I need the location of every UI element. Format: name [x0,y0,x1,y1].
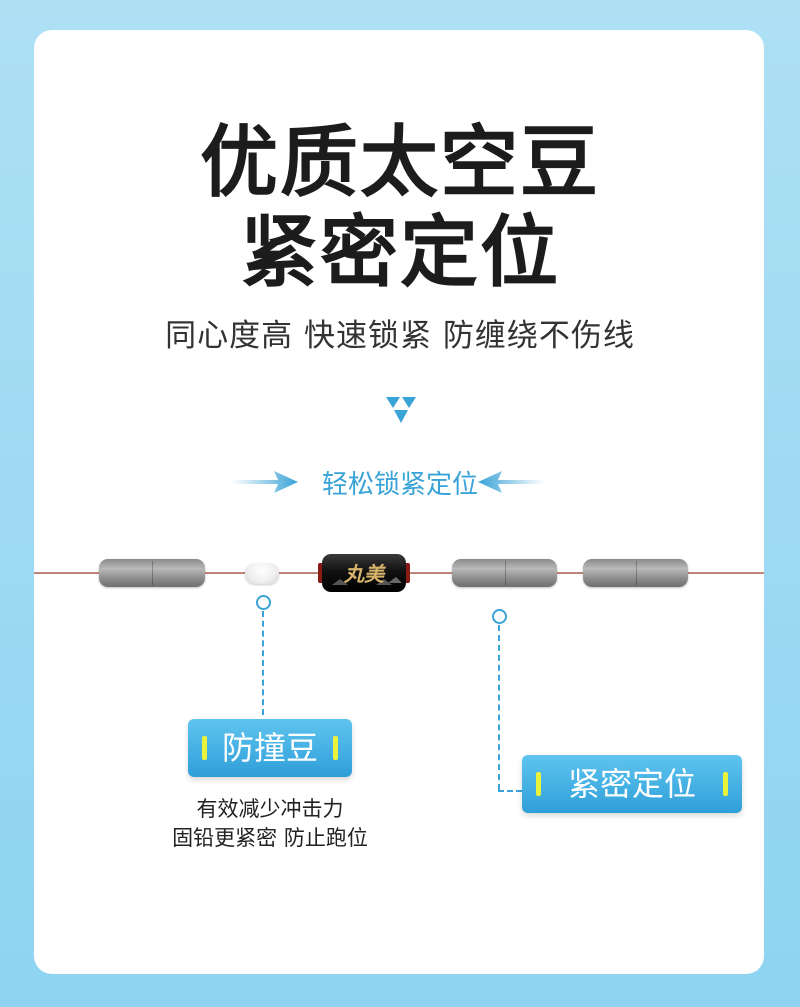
content-card [34,30,764,974]
subtitle: 同心度高 快速锁紧 防缠绕不伤线 [165,318,635,354]
pointer-dot-space-bean [492,609,507,624]
space-bean-tag: 紧密定位 [522,755,742,813]
headline-line-2: 紧密定位 [239,208,560,298]
buffer-bean [245,563,279,584]
space-bean-label: 紧密定位 [567,765,696,803]
tag-bar [333,736,338,760]
headline-line-1: 优质太空豆 [199,118,600,208]
lock-row: 轻松锁紧定位 [0,462,800,502]
lock-label: 轻松锁紧定位 [321,470,478,500]
watermark-image [370,959,758,971]
space-bean-middle [452,559,557,587]
pointer-line-buffer [262,611,264,715]
tag-bar [723,772,728,796]
buffer-bean-label: 防撞豆 [221,729,318,767]
svg-text:丸美: 丸美 [343,562,387,586]
arrow-left-icon [478,471,544,493]
buffer-desc-line-1: 有效减少冲击力 [196,797,344,821]
stopper-bean-image: 丸美 [318,554,410,592]
tag-bar [536,772,541,796]
tag-bar [202,736,207,760]
pointer-dot-buffer [256,595,271,610]
buffer-desc-line-2: 固铅更紧密 防止跑位 [172,826,368,850]
buffer-bean-tag: 防撞豆 [188,719,352,777]
pointer-line-space-bean [498,625,500,790]
space-bean-right [583,559,688,587]
space-bean-left [99,559,205,587]
triangle-down-icon [386,397,416,423]
pointer-line-space-bean-h [498,790,522,792]
arrow-right-icon [232,471,298,493]
